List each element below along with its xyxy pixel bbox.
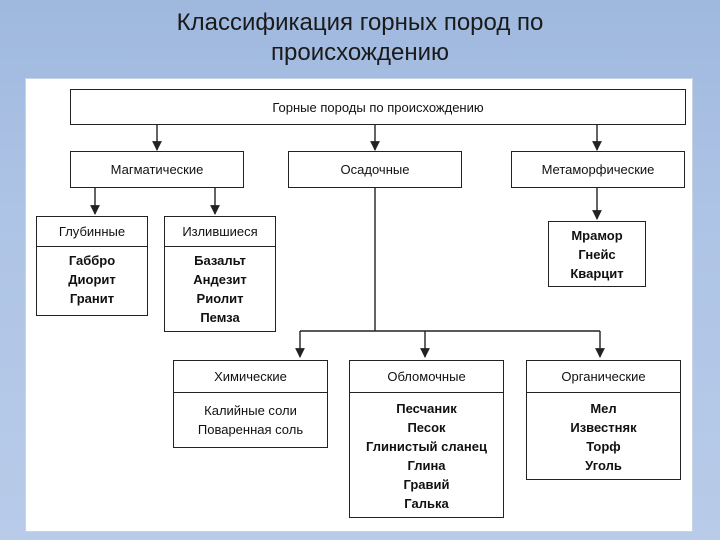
group-chemical-title: Химические xyxy=(174,361,327,393)
group-effusive-title: Излившиеся xyxy=(165,217,275,247)
group-organic-items: Мел Известняк Торф Уголь xyxy=(527,393,680,479)
group-effusive: Излившиеся Базальт Андезит Риолит Пемза xyxy=(164,216,276,332)
group-organic: Органические Мел Известняк Торф Уголь xyxy=(526,360,681,480)
slide-title: Классификация горных пород по происхожде… xyxy=(0,8,720,68)
category-sedimentary: Осадочные xyxy=(288,151,462,188)
list-item: Габбро xyxy=(68,253,116,268)
group-effusive-items: Базальт Андезит Риолит Пемза xyxy=(165,247,275,331)
category-sedimentary-label: Осадочные xyxy=(340,162,410,177)
list-item: Мрамор xyxy=(571,227,623,243)
group-deep: Глубинные Габбро Диорит Гранит xyxy=(36,216,148,316)
list-item: Глинистый сланец xyxy=(366,439,487,454)
root-label: Горные породы по происхождению xyxy=(272,99,484,115)
list-item: Песок xyxy=(407,420,446,435)
list-item: Базальт xyxy=(194,253,246,268)
list-item: Риолит xyxy=(196,291,244,306)
category-metamorphic-label: Метаморфические xyxy=(541,162,655,177)
group-clastic-title: Обломочные xyxy=(350,361,503,393)
group-chemical-items: Калийные соли Поваренная соль xyxy=(174,393,327,447)
category-metamorphic: Метаморфические xyxy=(511,151,685,188)
group-deep-title: Глубинные xyxy=(37,217,147,247)
list-item: Известняк xyxy=(570,420,637,435)
metamorphic-list: Мрамор Гнейс Кварцит xyxy=(548,221,646,287)
category-magmatic: Магматические xyxy=(70,151,244,188)
list-item: Гнейс xyxy=(578,246,616,262)
list-item: Гранит xyxy=(69,291,115,306)
root-box: Горные породы по происхождению xyxy=(70,89,686,125)
list-item: Гравий xyxy=(403,477,450,492)
slide-title-line-1: Классификация горных пород по xyxy=(176,9,544,36)
list-item: Галька xyxy=(404,496,449,511)
list-item: Песчаник xyxy=(396,401,457,416)
list-item: Андезит xyxy=(193,272,247,287)
group-organic-title: Органические xyxy=(527,361,680,393)
category-magmatic-label: Магматические xyxy=(110,162,204,177)
list-item: Поваренная соль xyxy=(197,422,304,437)
list-item: Пемза xyxy=(200,310,240,325)
list-item: Уголь xyxy=(585,458,622,473)
list-item: Калийные соли xyxy=(204,403,297,418)
group-clastic-items: Песчаник Песок Глинистый сланец Глина Гр… xyxy=(350,393,503,517)
group-clastic: Обломочные Песчаник Песок Глинистый слан… xyxy=(349,360,504,518)
group-deep-items: Габбро Диорит Гранит xyxy=(37,247,147,315)
group-chemical: Химические Калийные соли Поваренная соль xyxy=(173,360,328,448)
list-item: Мел xyxy=(590,401,617,416)
list-item: Кварцит xyxy=(570,265,624,281)
list-item: Торф xyxy=(586,439,621,454)
list-item: Глина xyxy=(407,458,446,473)
slide-title-line-2: происхождению xyxy=(271,39,449,66)
list-item: Диорит xyxy=(68,272,116,287)
